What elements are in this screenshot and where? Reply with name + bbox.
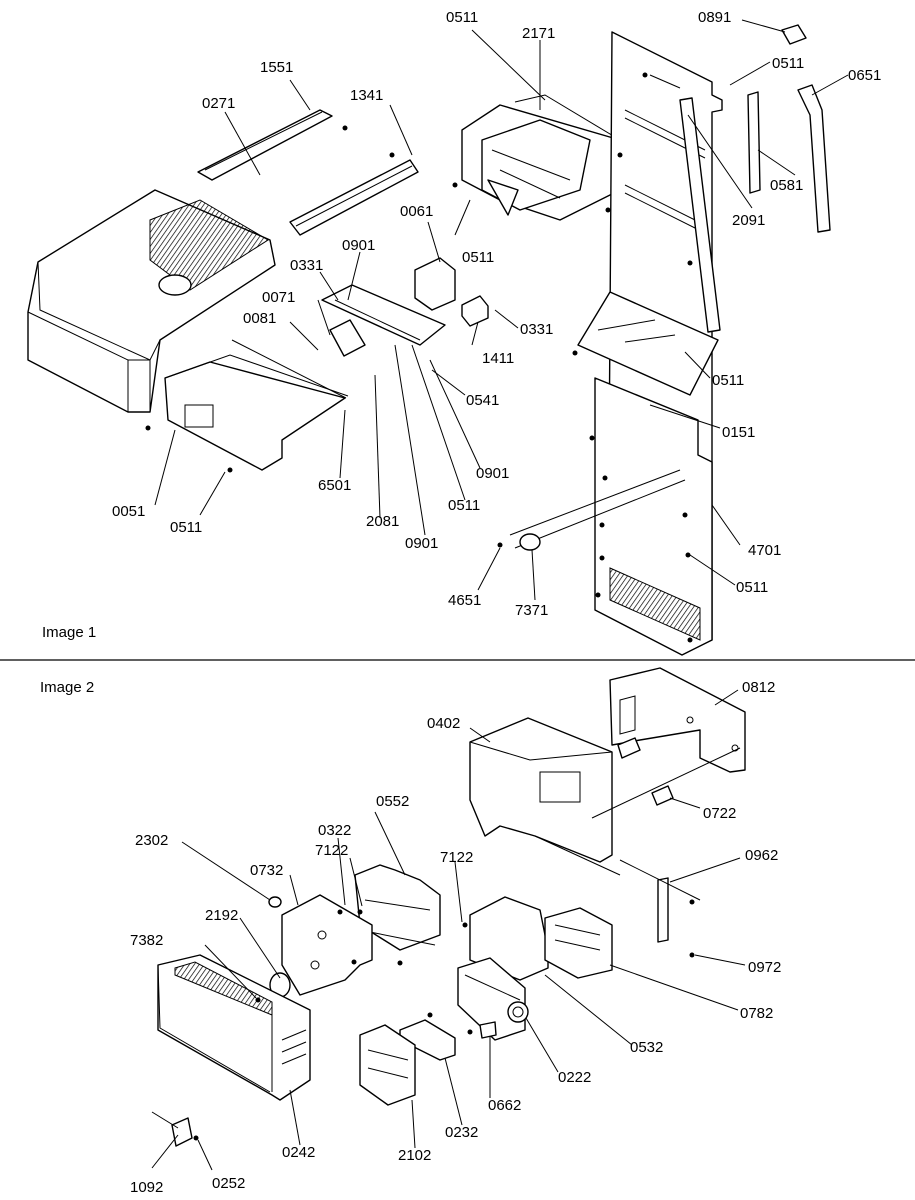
- ice-bucket: [27, 189, 276, 413]
- callout-0812: 0812: [742, 679, 775, 696]
- image-1-panel: 0511 2171 0891 0511 0651 1551 0271 1341 …: [27, 9, 881, 656]
- bracket-0552: [354, 864, 441, 951]
- callout-0071: 0071: [262, 289, 295, 306]
- callout-0511-panel: 0511: [736, 579, 768, 596]
- callout-0511-cover: 0511: [170, 519, 202, 536]
- callout-0662: 0662: [488, 1097, 521, 1114]
- callout-2171: 2171: [522, 25, 555, 42]
- callout-0541: 0541: [466, 392, 499, 409]
- callout-0511-right-top: 0511: [772, 55, 804, 72]
- callout-7122-right: 7122: [440, 849, 473, 866]
- screws-image1: [145, 72, 693, 643]
- callout-0402: 0402: [427, 715, 460, 732]
- knob-2302: [268, 896, 282, 908]
- callout-0271: 0271: [202, 95, 235, 112]
- callout-0242: 0242: [282, 1144, 315, 1161]
- image-1-title: Image 1: [42, 624, 96, 641]
- spring-0662: [479, 1021, 497, 1039]
- clip-1092: [171, 1117, 193, 1147]
- callout-0061: 0061: [400, 203, 433, 220]
- deflector-0151: [577, 291, 719, 396]
- leader-lines-image1: [154, 19, 849, 601]
- rail-1341: [289, 159, 419, 236]
- callout-0252: 0252: [212, 1175, 245, 1192]
- bracket-0812: [609, 667, 746, 773]
- callout-4701: 4701: [748, 542, 781, 559]
- callout-1411: 1411: [482, 350, 514, 367]
- callout-0331-right: 0331: [520, 321, 553, 338]
- callout-1551: 1551: [260, 59, 293, 76]
- callout-0331-left: 0331: [290, 257, 323, 274]
- housing-0402: [469, 717, 621, 876]
- bezel-2102: [359, 1024, 416, 1106]
- callout-0532: 0532: [630, 1039, 663, 1056]
- callout-2081: 2081: [366, 513, 399, 530]
- cap-0891: [781, 24, 807, 45]
- callout-0782: 0782: [740, 1005, 773, 1022]
- image-2-panel: Image 2: [40, 667, 781, 1196]
- callout-0732: 0732: [250, 862, 283, 879]
- gear-0222: [507, 1001, 529, 1023]
- callout-2102: 2102: [398, 1147, 431, 1164]
- tube-0651: [797, 84, 831, 233]
- cover-0051: [164, 339, 349, 471]
- callout-0322: 0322: [318, 822, 351, 839]
- actuator-housing: [457, 957, 526, 1041]
- callout-7122-left: 7122: [315, 842, 348, 859]
- callout-4651: 4651: [448, 592, 481, 609]
- callout-0581: 0581: [770, 177, 803, 194]
- callout-0511-mid: 0511: [462, 249, 494, 266]
- callout-0722: 0722: [703, 805, 736, 822]
- bracket-0962: [619, 859, 701, 943]
- front-panel-0242: [157, 954, 311, 1101]
- callout-0051: 0051: [112, 503, 145, 520]
- plate-0732: [281, 894, 373, 996]
- callout-0891: 0891: [698, 9, 731, 26]
- callout-6501: 6501: [318, 477, 351, 494]
- callout-0511-lower: 0511: [448, 497, 480, 514]
- ice-maker-2171: [461, 94, 621, 221]
- callout-0962: 0962: [745, 847, 778, 864]
- callout-0972: 0972: [748, 959, 781, 976]
- bracket-0901: [321, 257, 489, 357]
- fill-tube-2091: [679, 97, 721, 333]
- callout-0081: 0081: [243, 310, 276, 327]
- leader-lines-image2: [151, 689, 746, 1171]
- callout-2091: 2091: [732, 212, 765, 229]
- callout-7382: 7382: [130, 932, 163, 949]
- callout-0232: 0232: [445, 1124, 478, 1141]
- rail-0271: [197, 109, 333, 181]
- callout-2192: 2192: [205, 907, 238, 924]
- callout-0222: 0222: [558, 1069, 591, 1086]
- callout-1092: 1092: [130, 1179, 163, 1196]
- image-2-title: Image 2: [40, 679, 94, 696]
- panel-4701: [509, 377, 713, 656]
- bracket-0581: [747, 91, 761, 194]
- spacer-0722: [591, 737, 741, 819]
- bezel-0782: [544, 907, 613, 979]
- callout-0901-top: 0901: [342, 237, 375, 254]
- callout-0511-top: 0511: [446, 9, 478, 26]
- callout-0901-mid: 0901: [476, 465, 509, 482]
- callout-0511-deflector: 0511: [712, 372, 744, 389]
- callout-0552: 0552: [376, 793, 409, 810]
- callout-7371: 7371: [515, 602, 548, 619]
- callout-0901-bottom: 0901: [405, 535, 438, 552]
- callout-2302: 2302: [135, 832, 168, 849]
- screws-image2: [193, 899, 695, 1141]
- callout-1341: 1341: [350, 87, 383, 104]
- callout-0651: 0651: [848, 67, 881, 84]
- callout-0151: 0151: [722, 424, 755, 441]
